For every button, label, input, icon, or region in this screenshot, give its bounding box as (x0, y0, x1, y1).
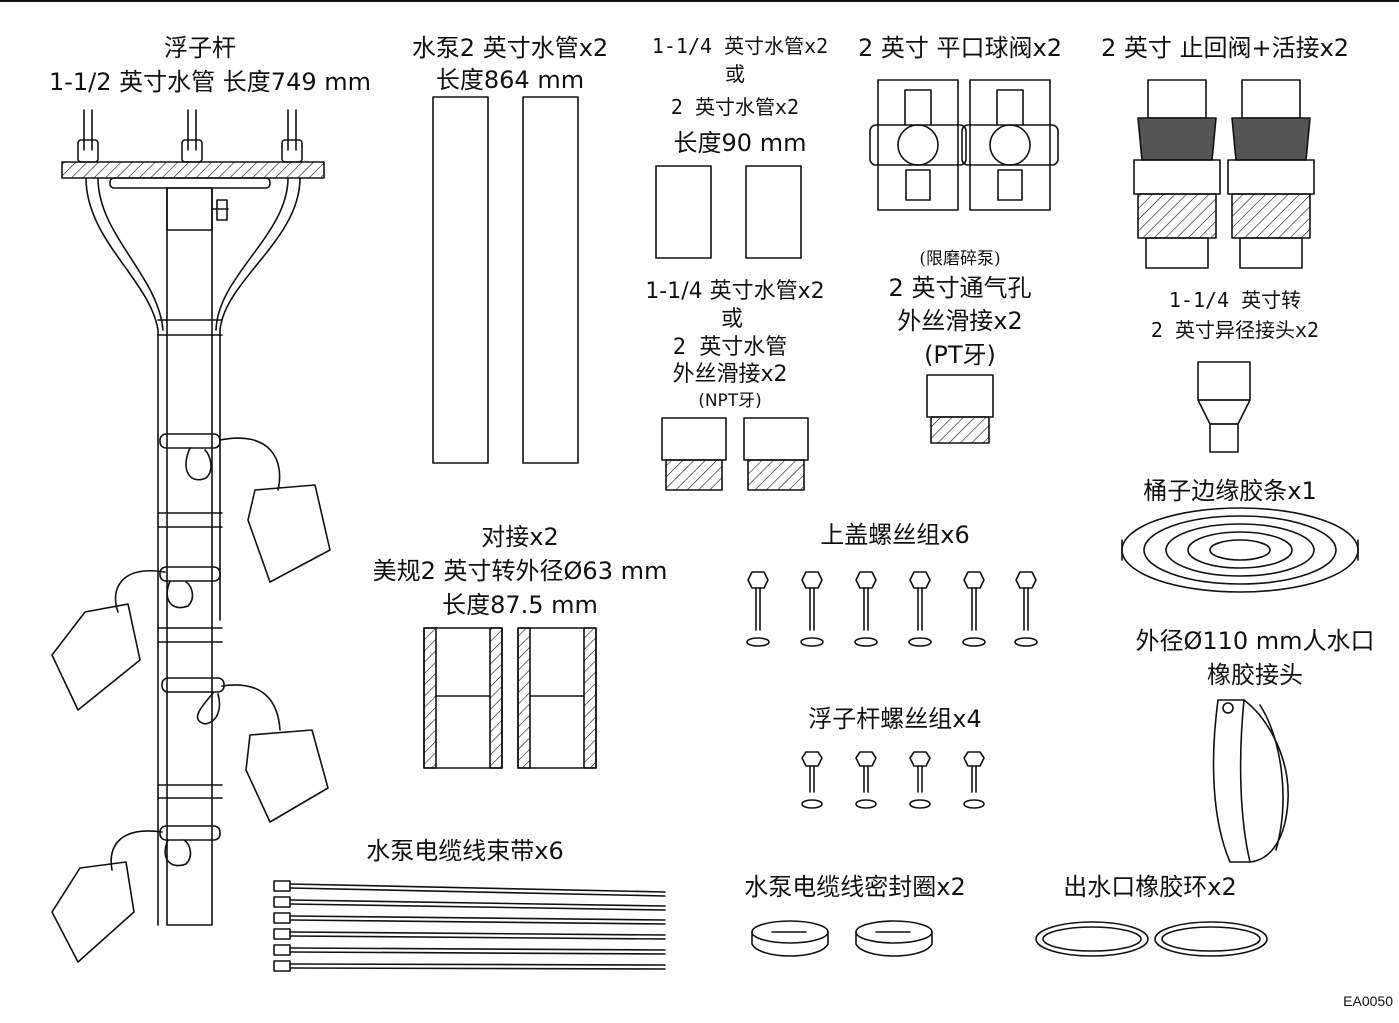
reducer (1197, 361, 1251, 453)
ball-valves (869, 79, 1059, 211)
coupling-line3: 长度87.5 mm (442, 591, 598, 619)
rubber-inlet (1212, 699, 1289, 863)
cable-seal-title: 水泵电缆线密封圈x2 (744, 873, 966, 901)
lid-screw-set (746, 571, 1038, 647)
couplings (423, 627, 597, 769)
coupling-line2: 美规2 英寸转外径Ø63 mm (372, 557, 668, 585)
short-pipe-line1: 1-1/4 英寸水管x2 (651, 34, 829, 58)
float-clamps (159, 433, 225, 867)
vent-adapter-line2: 外丝滑接x2 (897, 307, 1023, 335)
rod-screw-set (801, 751, 985, 809)
npt-adapter-or: 或 (720, 307, 743, 332)
rod-screws-title: 浮子杆螺丝组x4 (808, 705, 982, 733)
npt-adapter-line4: (NPT牙) (698, 391, 762, 411)
float-switch-3 (221, 684, 329, 823)
cable-seal-set (751, 920, 933, 957)
reducer-line2: 2 英寸异径接头x2 (1150, 318, 1320, 342)
short-pipes (655, 165, 802, 259)
pump-pipe-title: 水泵2 英寸水管x2 (411, 34, 609, 62)
vent-adapter (926, 374, 994, 444)
short-pipe-line2: 2 英寸水管x2 (670, 95, 800, 119)
npt-adapter-line2: 2 英寸水管 (672, 335, 788, 360)
rubber-inlet-line1: 外径Ø110 mm人水口 (1135, 627, 1375, 655)
outlet-ring-set (1035, 921, 1268, 957)
reducer-line1: 1-1/4 英寸转 (1168, 288, 1302, 312)
top-rule (0, 0, 1399, 2)
npt-adapter-line3: 外丝滑接x2 (672, 362, 788, 387)
float-rod-assembly (51, 109, 331, 963)
cable-ties-title: 水泵电缆线束带x6 (366, 837, 564, 865)
ball-valve-title: 2 英寸 平口球阀x2 (858, 34, 1062, 62)
coupling-line1: 对接x2 (481, 523, 559, 551)
float-switch-2 (51, 570, 166, 711)
npt-adapters (661, 417, 809, 491)
cable-tie-set (273, 880, 666, 972)
edge-strip-coil (1121, 507, 1359, 593)
outlet-ring-title: 出水口橡胶环x2 (1063, 873, 1237, 901)
float-rod-title: 浮子杆 (164, 34, 236, 62)
rubber-inlet-line2: 橡胶接头 (1207, 661, 1303, 689)
cable-glands (77, 109, 303, 163)
vent-adapter-line3: (PT牙) (924, 341, 996, 369)
float-switch-1 (219, 437, 331, 583)
float-switch-4 (51, 830, 163, 963)
vent-adapter-line1: 2 英寸通气孔 (888, 274, 1032, 302)
check-valves (1133, 79, 1315, 269)
lid-screws-title: 上盖螺丝组x6 (820, 521, 970, 549)
figure-code: EA0050 (1343, 993, 1393, 1009)
pump-pipe-length: 长度864 mm (435, 66, 585, 94)
edge-strip-title: 桶子边缘胶条x1 (1143, 477, 1317, 505)
short-pipe-or: 或 (725, 62, 745, 86)
short-pipe-length: 长度90 mm (673, 129, 807, 157)
vent-adapter-note: (限磨碎泵) (919, 249, 1001, 269)
npt-adapter-line1: 1-1/4 英寸水管x2 (645, 279, 825, 304)
pump-pipes (432, 96, 579, 464)
float-rod-subtitle: 1-1/2 英寸水管 长度749 mm (48, 68, 371, 96)
check-valve-title: 2 英寸 止回阀+活接x2 (1100, 34, 1350, 62)
